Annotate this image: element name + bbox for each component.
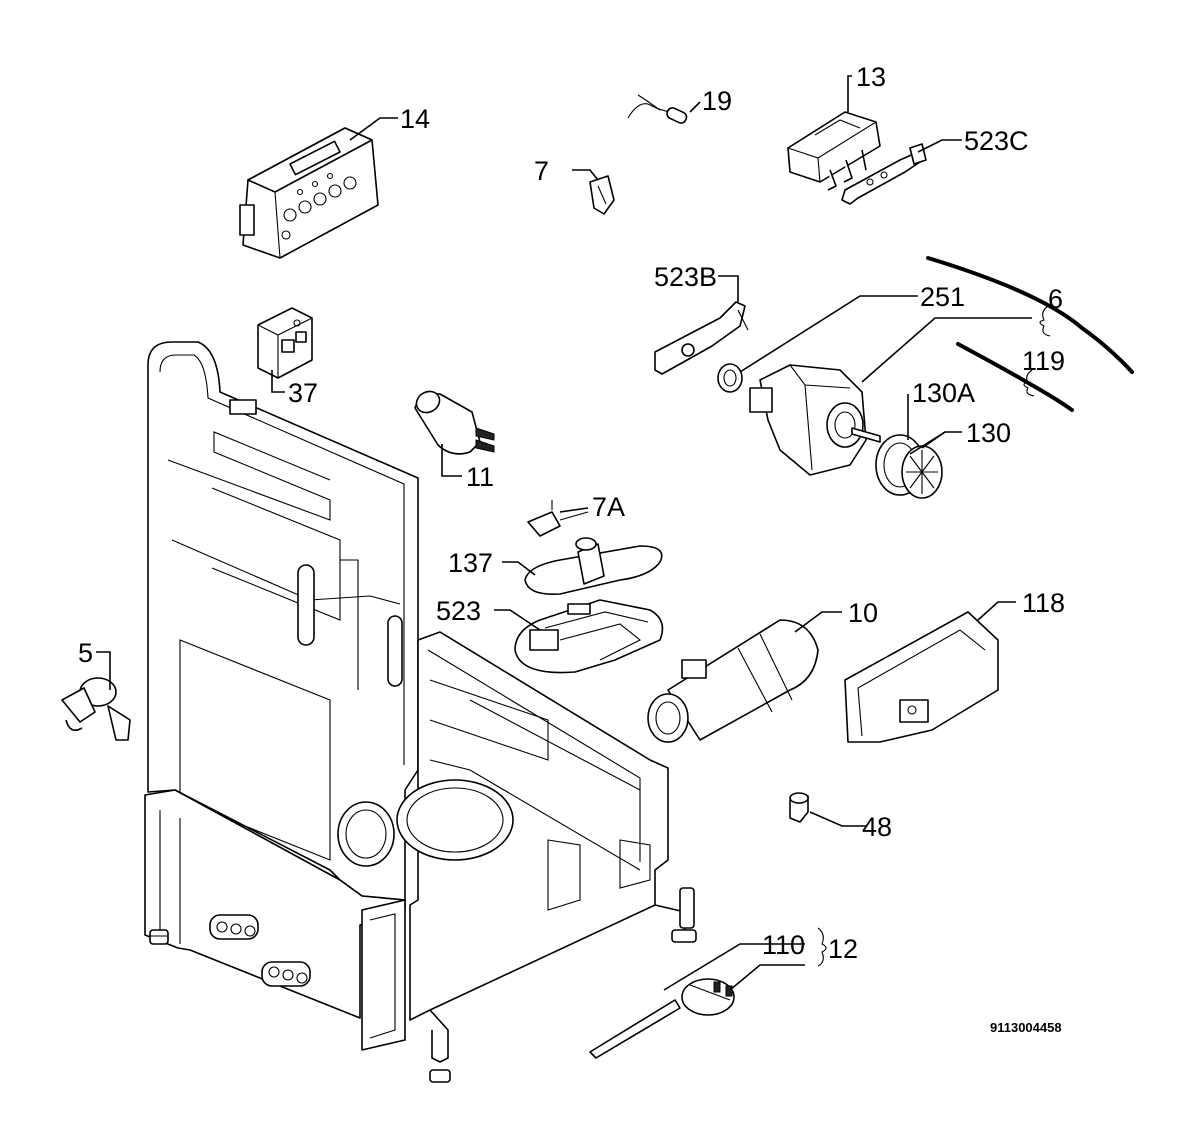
part-523-sump [514,599,664,674]
part-110-pressure-switch [589,978,735,1059]
callout-12: 12 [828,934,858,964]
callout-7: 7 [534,156,549,186]
callout-37: 37 [288,378,318,408]
part-6-pump-motor [749,364,881,476]
part-5-valve [61,677,131,741]
callout-523: 523 [436,596,481,626]
part-14-control-module [239,127,379,259]
part-7-clip [589,175,615,215]
callout-119: 119 [1022,346,1065,376]
callout-14: 14 [400,104,430,134]
part-10-heater [647,619,819,743]
callout-7a: 7A [592,492,625,522]
part-19-sensor [627,94,688,124]
part-11-capacitor [414,390,495,455]
callout-48: 48 [862,812,892,842]
callout-19: 19 [702,86,732,116]
callout-130: 130 [966,418,1011,448]
callout-labels: 14 7 19 13 523C 523B 251 6 119 130A 130 … [78,62,1065,1035]
callout-251: 251 [920,282,965,312]
callout-6: 6 [1048,284,1063,314]
callout-110: 110 [762,930,805,960]
part-523c-bracket [841,143,927,205]
callout-523b: 523B [654,262,717,292]
brace-marks [817,256,1134,967]
part-523b-bracket [654,301,749,375]
part-118-dispenser [844,611,999,743]
callout-118: 118 [1022,588,1065,618]
callout-523c: 523C [964,126,1029,156]
part-130-impeller [875,434,943,499]
document-number: 9113004458 [990,1020,1062,1035]
callout-137: 137 [448,548,493,578]
callout-130a: 130A [912,378,975,408]
callout-5: 5 [78,638,93,668]
part-137-cover [524,537,663,596]
part-37-component [257,307,313,379]
base-frame [144,341,697,1083]
part-7a-connector [527,500,589,537]
part-251-seal [717,363,743,393]
callout-10: 10 [848,598,878,628]
callout-13: 13 [856,62,886,92]
leader-lines [96,75,1032,991]
callout-11: 11 [466,462,494,492]
part-13-door-switch [787,111,881,191]
part-48-sensor [789,792,809,823]
